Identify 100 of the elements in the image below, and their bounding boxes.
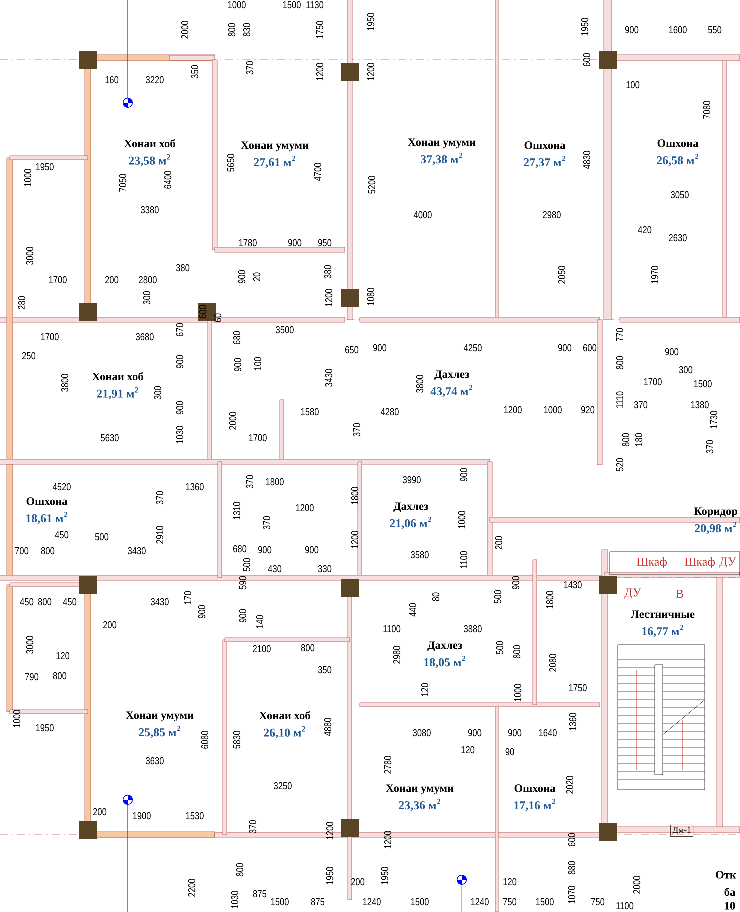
dimension-label: 790 [25, 673, 39, 681]
room-label: Хонаи умуми 23,36 м$^{2}$ [386, 784, 454, 812]
dimension-label: 1240 [363, 898, 381, 906]
dimension-label: 1700 [249, 434, 267, 442]
dimension-label: 6400 [164, 171, 172, 189]
dimension-label: 1950 [36, 724, 54, 732]
dimension-label: 3430 [128, 547, 146, 555]
dimension-label: 1500 [536, 898, 554, 906]
dimension-label: 670 [176, 323, 184, 337]
dimension-label: 1950 [581, 18, 589, 36]
dimension-label: 600 [199, 305, 207, 319]
dimension-label: 1700 [41, 333, 59, 341]
dimension-label: 3680 [136, 333, 154, 341]
dimension-label: 60 [214, 314, 222, 322]
dimension-label: 1360 [186, 483, 204, 491]
dimension-label: 3800 [61, 374, 69, 392]
dimension-label: 1200 [504, 406, 522, 414]
dimension-label: 800 [301, 644, 315, 652]
dimension-label: 1360 [569, 713, 577, 731]
dimension-label: 2000 [181, 21, 189, 39]
dimension-label: 380 [324, 265, 332, 279]
dimension-label: 1000 [458, 511, 466, 529]
dimension-label: 1000 [544, 406, 562, 414]
dimension-label: 1200 [384, 831, 392, 849]
dimension-label: 900 [468, 729, 482, 737]
dimension-label: 3430 [325, 369, 333, 387]
plan-label: Шкаф [636, 558, 667, 568]
room-label: Ошхона 27,37 м$^{2}$ [524, 142, 566, 168]
dimension-label: 3800 [416, 375, 424, 393]
dimension-label: 300 [154, 386, 162, 400]
dimension-label: 500 [95, 533, 109, 541]
dimension-label: 1970 [651, 266, 659, 284]
dimension-label: 600 [568, 833, 576, 847]
room-label: Коридор 20,98 м$^{2}$ [694, 508, 738, 534]
dimension-label: 370 [156, 491, 164, 505]
dimension-label: 3050 [671, 191, 689, 199]
dimension-label: 900 [176, 355, 184, 369]
dimension-label: 1200 [296, 504, 314, 512]
dimension-label: 2100 [253, 645, 271, 653]
dimension-label: 500 [496, 641, 504, 655]
dimension-label: 900 [288, 239, 302, 247]
dimension-label: 700 [15, 547, 29, 555]
dimension-label: 200 [93, 808, 107, 816]
dimension-label: 900 [176, 401, 184, 415]
dimension-label: 1500 [411, 898, 429, 906]
dimension-label: 2020 [566, 776, 574, 794]
dimension-label: 1900 [133, 812, 151, 820]
dimension-label: 440 [409, 603, 417, 617]
dimension-label: 3380 [141, 206, 159, 214]
dimension-label: 900 [512, 576, 520, 590]
dimension-label: 370 [353, 423, 361, 437]
dimension-label: 1310 [233, 502, 241, 520]
dimension-label: 5200 [368, 176, 376, 194]
dimension-label: 1800 [351, 487, 359, 505]
dimension-label: 2630 [669, 234, 687, 242]
dimension-label: 1000 [228, 1, 246, 9]
dimension-label: 900 [198, 605, 206, 619]
dimension-label: 900 [239, 609, 247, 623]
dimension-label: 3990 [403, 476, 421, 484]
plan-label: ДУ [624, 588, 642, 600]
dimension-label: 600 [583, 53, 591, 67]
dimension-label: 1700 [644, 378, 662, 386]
dimension-label: 950 [318, 239, 332, 247]
room-label: Хонаи хоб 23,58 м$^{2}$ [124, 139, 176, 167]
dimension-label: 7080 [703, 101, 711, 119]
room-label: Отк [716, 871, 736, 879]
dimension-label: 1700 [49, 276, 67, 284]
room-label: Ошхона 18,61 м$^{2}$ [26, 498, 68, 524]
dimension-label: 2980 [543, 211, 561, 219]
dimension-label: 370 [706, 440, 714, 454]
dimension-label: 370 [246, 61, 254, 75]
room-label: Лестничные 16,77 м$^{2}$ [631, 610, 695, 638]
plan-label: Дм-1 [670, 825, 694, 837]
dimension-label: 1200 [367, 63, 375, 81]
dimension-label: 140 [256, 615, 264, 628]
dimension-label: 550 [708, 26, 722, 34]
dimension-label: 680 [233, 331, 241, 345]
dimension-label: 450 [63, 598, 77, 606]
dimension-label: 1380 [691, 401, 709, 409]
dimension-label: 2200 [188, 879, 196, 897]
dimension-label: 1100 [616, 902, 634, 910]
room-label: Хонаи умуми 37,38 м$^{2}$ [408, 138, 476, 166]
dimension-label: 80 [432, 592, 440, 602]
dimension-label: 2000 [229, 412, 237, 430]
dimension-label: 1080 [367, 288, 375, 306]
dimension-label: 1950 [326, 867, 334, 885]
dimension-label: 200 [105, 276, 119, 284]
dimension-label: 4250 [464, 344, 482, 352]
dimension-label: 800 [38, 598, 52, 606]
room-label: Хонаи умуми 25,85 м$^{2}$ [126, 712, 194, 738]
dimension-label: 170 [184, 591, 192, 604]
dimension-label: 1600 [669, 26, 687, 34]
dimension-label: 1030 [176, 426, 184, 444]
dimension-label: 1200 [316, 63, 324, 81]
dimension-label: 200 [352, 878, 365, 886]
dimension-label: 120 [421, 683, 429, 696]
dimension-label: 100 [254, 357, 262, 370]
dimension-label: 830 [243, 23, 251, 37]
dimension-label: 920 [581, 406, 595, 414]
dimension-label: 280 [18, 296, 26, 310]
